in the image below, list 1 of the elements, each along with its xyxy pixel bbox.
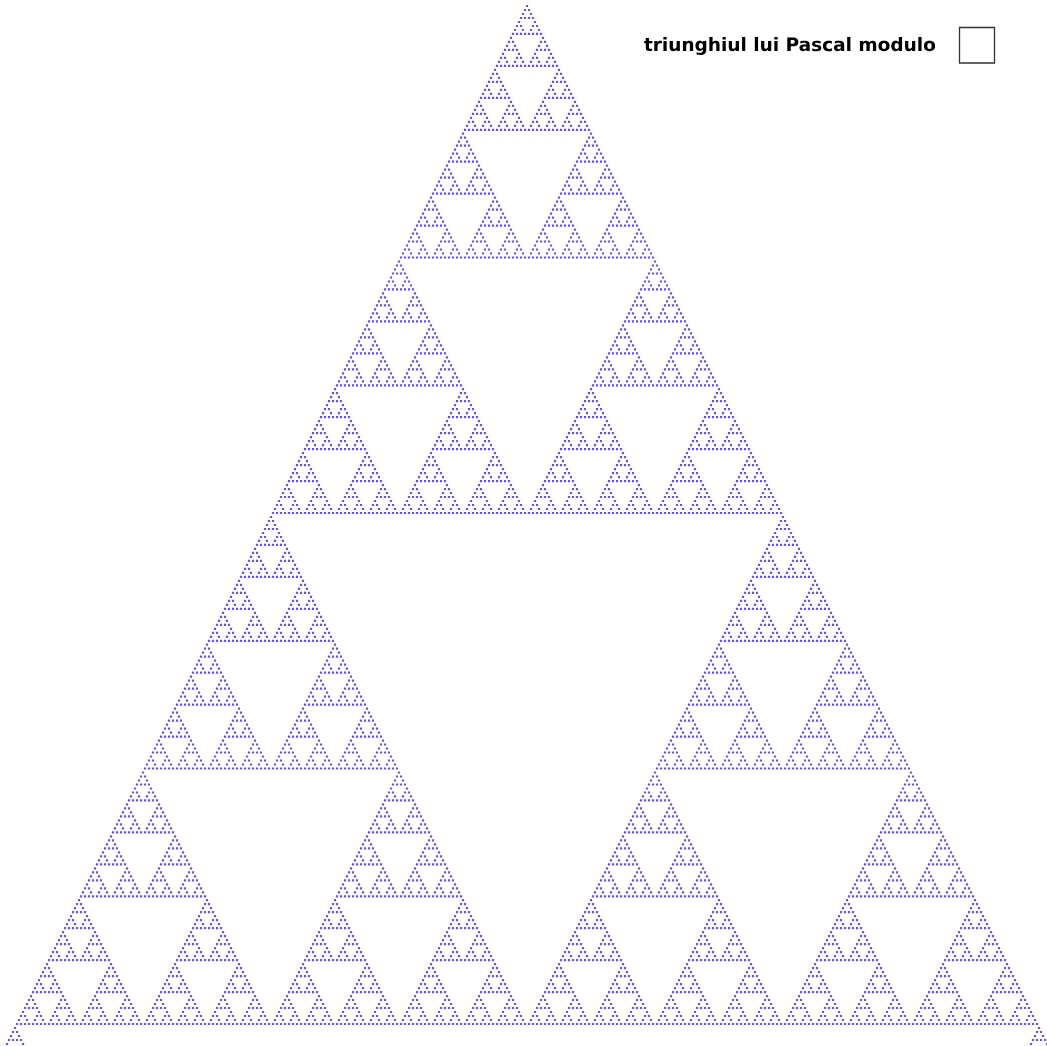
field-label: triunghiul lui Pascal modulo: [644, 36, 936, 55]
